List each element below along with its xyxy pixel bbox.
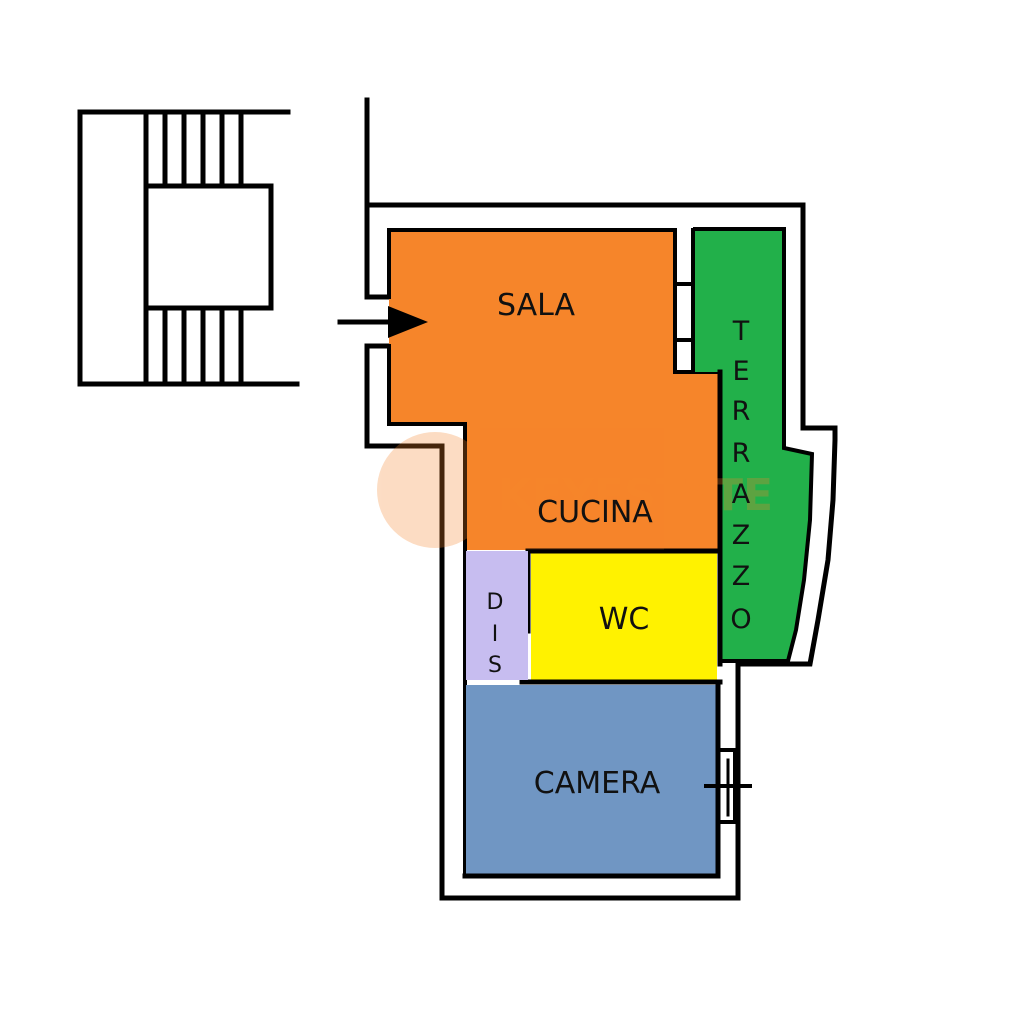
dis-letter: D (487, 590, 504, 615)
room-wc (531, 553, 717, 680)
terrazzo-letter: E (732, 356, 749, 387)
terrazzo-letter: Z (732, 520, 751, 551)
stair-steps-lower (143, 305, 244, 387)
room-label-dis: D I S (487, 590, 504, 678)
outer-walls (364, 202, 838, 901)
room-camera (466, 685, 717, 875)
terrazzo-letter: O (730, 604, 751, 635)
entrance-arrow-icon (337, 306, 428, 338)
dis-letter: S (488, 653, 502, 678)
room-label-terrazzo: T E R R A Z Z O (730, 316, 751, 635)
room-label-wc: WC (599, 602, 650, 637)
terrazzo-letter: T (732, 316, 750, 347)
camera-window (704, 748, 752, 824)
terrazzo-letter: Z (732, 561, 751, 592)
svg-text:KEYESTATE: KEYESTATE (498, 470, 773, 521)
stair-steps-upper (143, 109, 244, 189)
dis-letter: I (492, 622, 499, 647)
room-label-sala: SALA (497, 288, 576, 323)
room-sala-cucina (389, 230, 718, 550)
staircase (77, 109, 300, 387)
room-label-cucina: CUCINA (537, 495, 653, 530)
terrazzo-letter: R (732, 396, 751, 427)
sala-terrazzo-windows (673, 228, 695, 372)
terrazzo-letter: A (732, 479, 751, 510)
room-label-camera: CAMERA (534, 766, 661, 801)
watermark-logo: KEYESTATE (377, 428, 773, 550)
room-dis (466, 551, 528, 680)
terrazzo-letter: R (732, 438, 751, 469)
